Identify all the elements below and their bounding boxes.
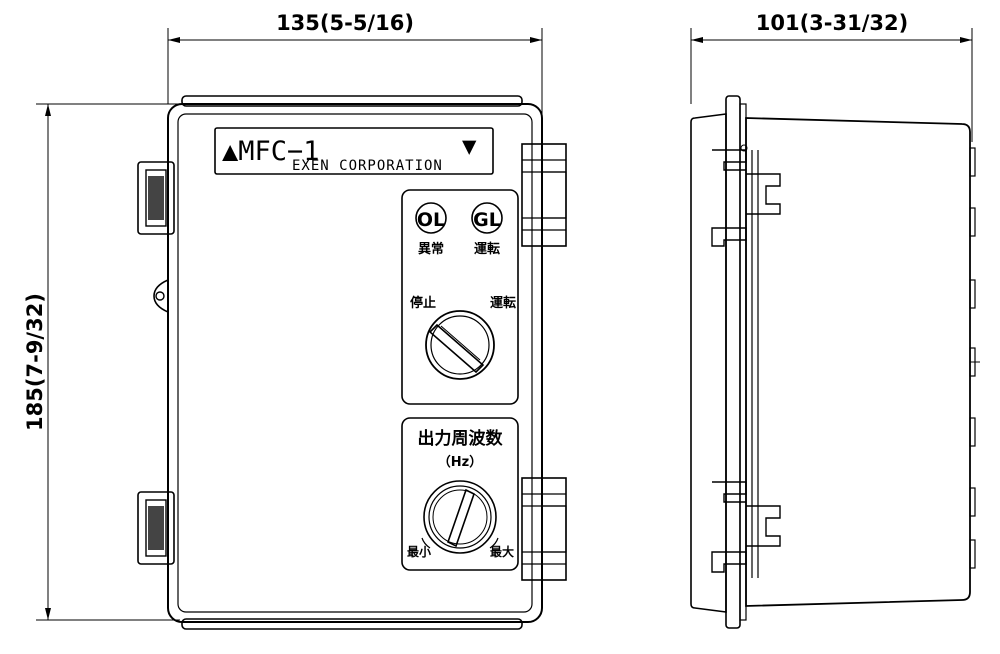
switch-run-label: 運転 <box>490 295 516 311</box>
frequency-min-label: 最小 <box>407 544 431 559</box>
gl-lamp-code: GL <box>473 209 501 231</box>
depth-dimension: 101(3-31/32) <box>690 11 973 142</box>
frequency-unit: （Hz） <box>438 454 482 470</box>
gl-lamp-label: 運転 <box>474 241 500 257</box>
right-hinge-top <box>521 143 567 247</box>
front-view: ▲MFC−1 EXEN CORPORATION ▼ OL 異常 GL 運転 停止… <box>137 95 567 630</box>
switch-stop-label: 停止 <box>410 295 436 311</box>
nameplate-maker: EXEN CORPORATION <box>292 158 443 174</box>
frequency-panel: 出力周波数 （Hz） 最小 最大 <box>401 417 519 571</box>
ol-lamp: OL 異常 <box>415 202 447 257</box>
width-dimension-label: 135(5-5/16) <box>276 11 414 35</box>
side-view <box>690 95 980 629</box>
selector-switch[interactable] <box>425 310 495 380</box>
frequency-knob[interactable] <box>421 480 499 554</box>
switch-panel: OL 異常 GL 運転 停止 運転 <box>401 189 519 405</box>
frequency-title: 出力周波数 <box>418 428 504 449</box>
gl-lamp: GL 運転 <box>471 202 503 257</box>
ol-lamp-label: 異常 <box>418 241 444 257</box>
side-hinge-top <box>711 144 781 247</box>
ol-lamp-code: OL <box>417 209 445 231</box>
right-hinge-bottom <box>521 477 567 581</box>
left-latch-bottom <box>137 491 175 565</box>
height-dimension-label: 185(7-9/32) <box>23 293 47 431</box>
height-dimension: 185(7-9/32) <box>23 103 180 621</box>
depth-dimension-label: 101(3-31/32) <box>756 11 908 35</box>
nameplate-model: ▲MFC−1 <box>222 136 320 167</box>
side-hinge-bottom <box>711 481 781 573</box>
width-dimension: 135(5-5/16) <box>167 11 543 142</box>
nameplate: ▲MFC−1 EXEN CORPORATION ▼ <box>214 127 494 175</box>
frequency-max-label: 最大 <box>490 544 514 559</box>
left-latch-top <box>137 161 175 235</box>
nameplate-marker: ▼ <box>462 132 477 160</box>
